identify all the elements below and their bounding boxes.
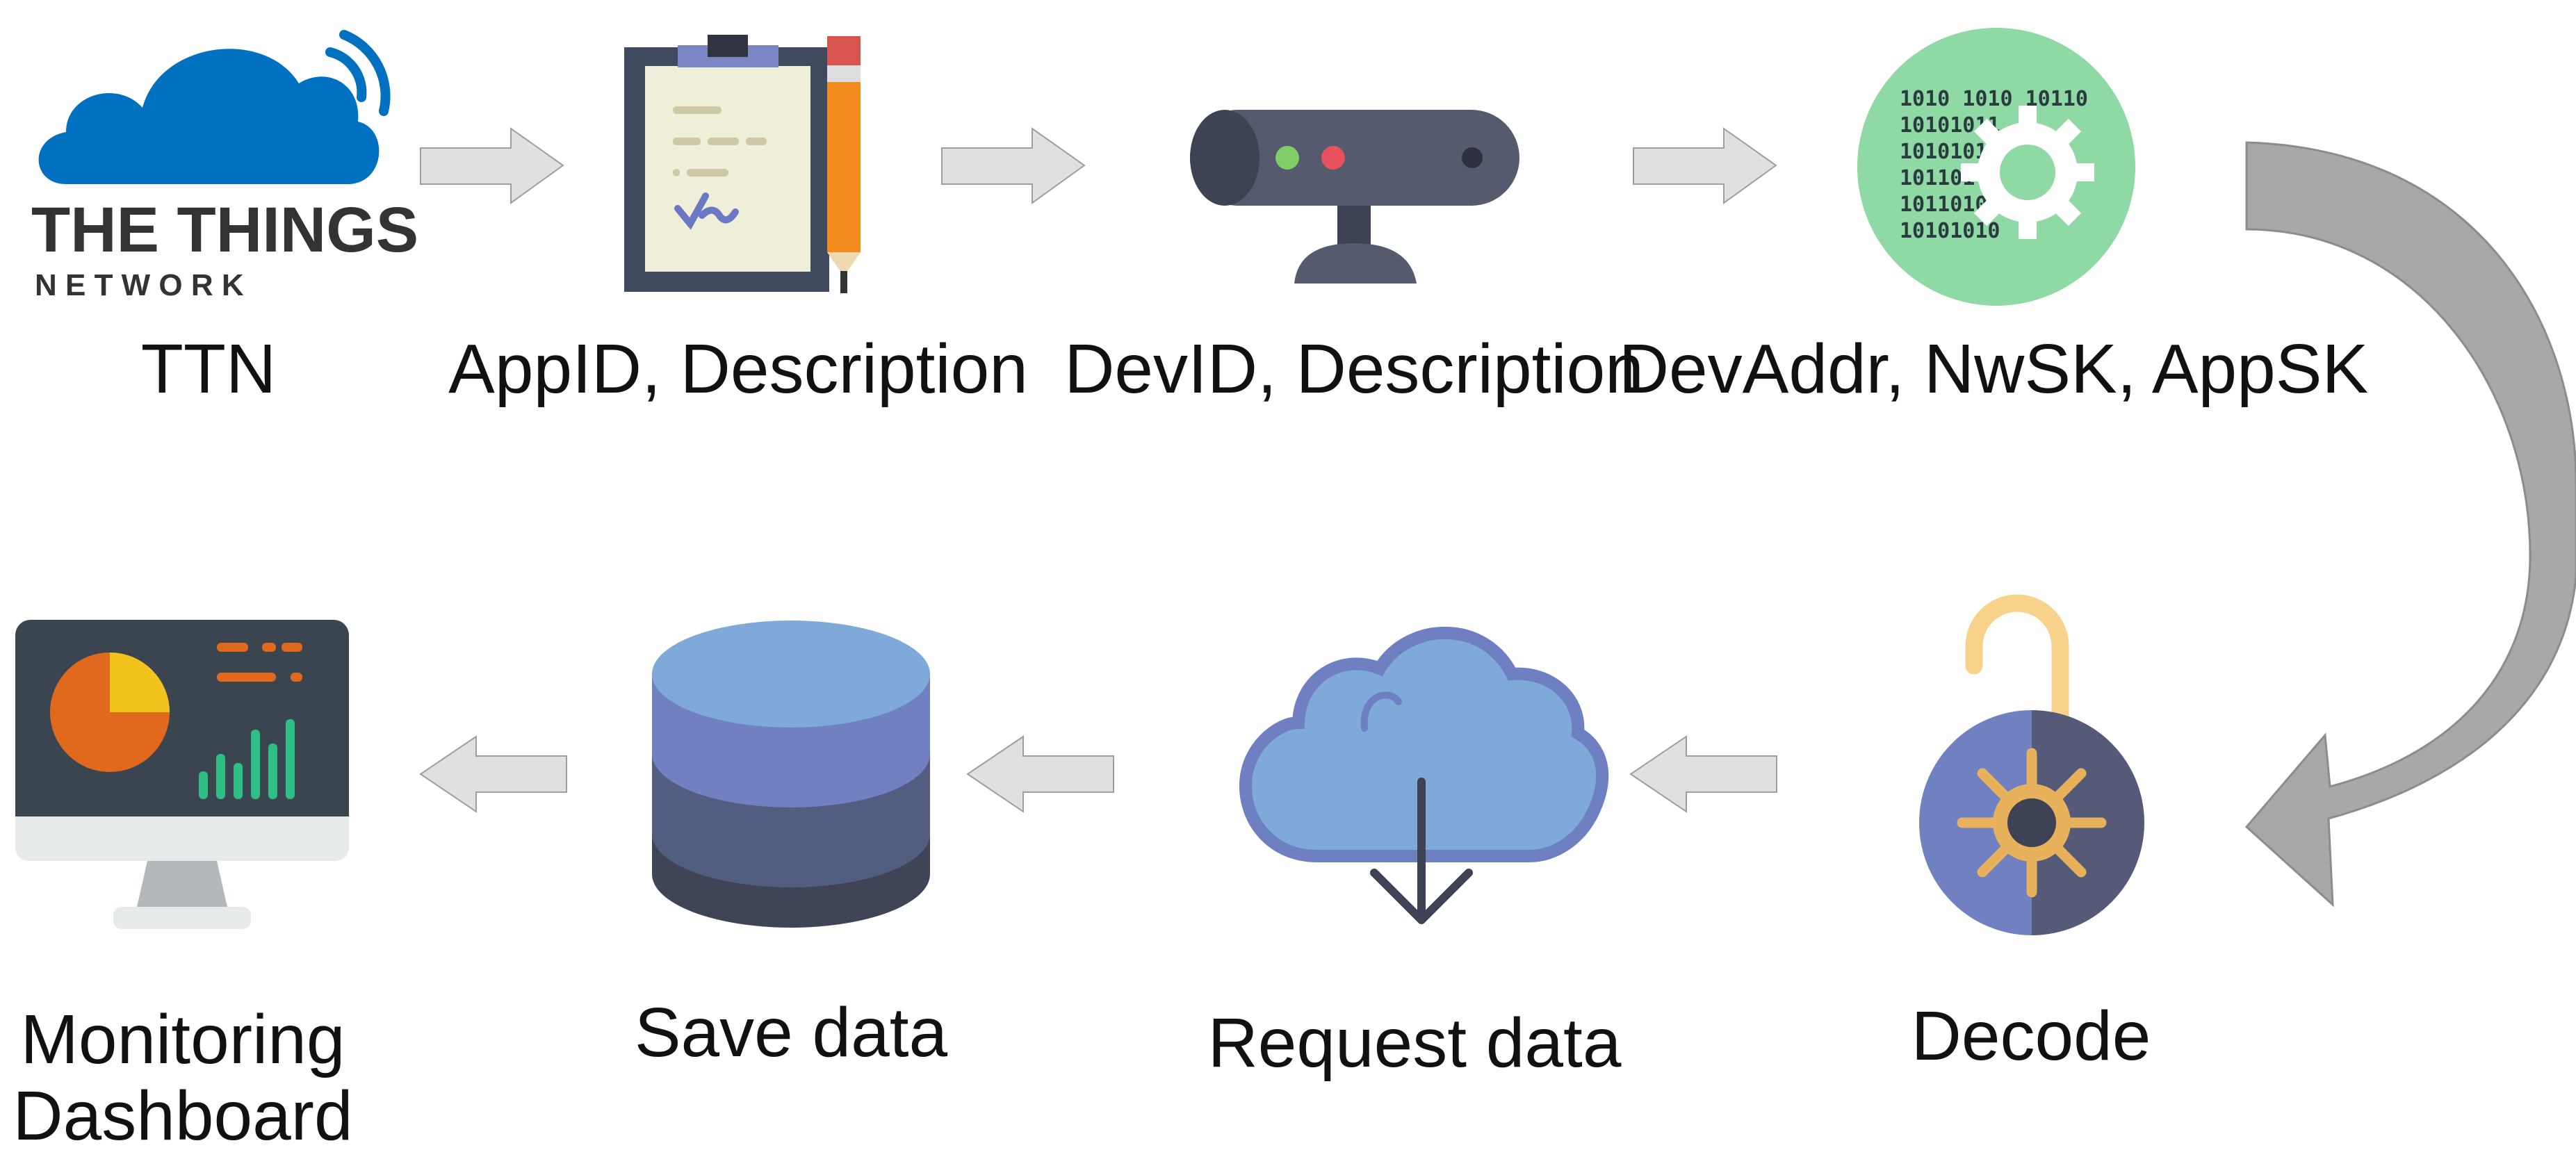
arrow-right-2: [941, 127, 1086, 204]
binary-row-1: 1010 1010 10110: [1900, 87, 2088, 111]
arrow-left-3: [1629, 735, 1777, 813]
label-request-data: Request data: [1208, 1004, 1622, 1082]
arrow-right-1: [420, 127, 564, 204]
arrow-left-1: [419, 735, 567, 813]
label-decode: Decode: [1911, 997, 2151, 1075]
binary-gear-icon: 1010 1010 10110 10101011 1010101 101101 …: [1857, 28, 2135, 306]
label-save-data: Save data: [635, 994, 948, 1071]
binary-row-6: 10101010: [1900, 219, 2000, 243]
step-labels: TTN AppID, Description DevID, Descriptio…: [13, 330, 2368, 1150]
label-dashboard: Dashboard: [13, 1077, 352, 1150]
open-padlock-gear-icon: [1919, 594, 2144, 935]
clipboard-pencil-icon: [624, 35, 861, 293]
arrow-right-3: [1633, 127, 1777, 204]
ttn-logo-text: THE THINGS: [31, 195, 418, 265]
label-devaddr: DevAddr, NwSK, AppSK: [1619, 330, 2368, 408]
ttn-logo-icon: THE THINGS N E T W O R K: [31, 30, 418, 302]
label-monitoring: Monitoring: [21, 1001, 345, 1078]
label-ttn: TTN: [141, 330, 276, 408]
label-appid: AppID, Description: [448, 330, 1028, 408]
gateway-device-icon: [1190, 110, 1519, 284]
flow-arrows: [419, 127, 1777, 813]
binary-row-3: 1010101: [1900, 140, 1987, 164]
database-icon: [652, 621, 930, 928]
binary-row-5: 1011010: [1900, 192, 1987, 217]
arrow-left-2: [966, 735, 1114, 813]
monitor-dashboard-icon: [15, 620, 349, 929]
ttn-logo-subtext: N E T W O R K: [35, 268, 244, 302]
label-devid: DevID, Description: [1064, 330, 1644, 408]
curved-return-arrow: [2244, 141, 2576, 907]
cloud-download-icon: [1239, 626, 1609, 924]
